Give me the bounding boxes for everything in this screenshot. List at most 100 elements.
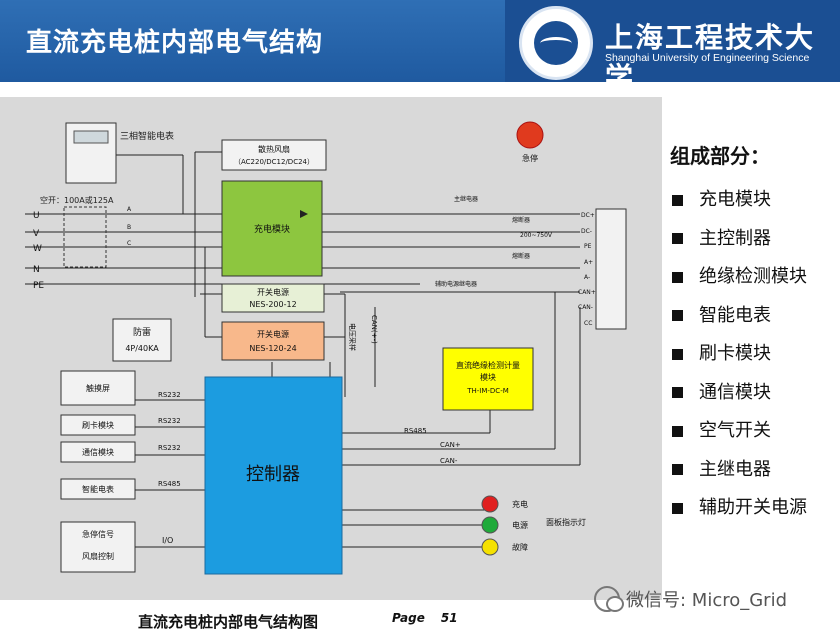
signal-box [60, 521, 136, 573]
fuse2-label: 熔断器 [512, 252, 530, 260]
terminal-dc-minus: DC- [581, 228, 592, 235]
insulation-detect-module [442, 347, 534, 411]
io-label: I/O [162, 536, 173, 545]
comm-module-bus: RS232 [158, 444, 181, 452]
psu2-model: NES-120-24 [249, 344, 296, 353]
main-controller-box [204, 376, 343, 575]
terminal-pe: PE [584, 243, 592, 250]
card-reader-bus: RS232 [158, 417, 181, 425]
estop-label: 急停 [522, 153, 538, 163]
component-item: 空气开关 [670, 412, 840, 451]
aux-contactor-label: 辅助电源继电器 [435, 280, 477, 288]
power-light-label: 电源 [512, 520, 528, 530]
component-item: 主控制器 [670, 220, 840, 259]
fan-control-label: 风扇控制 [82, 551, 114, 561]
square-bullet-icon [672, 387, 683, 399]
charge-indicator-light [481, 495, 499, 513]
rs485-label: RS485 [404, 427, 427, 435]
card-reader-box [60, 414, 136, 436]
header-bar: 直流充电桩内部电气结构 上海工程技术大学 Shanghai University… [0, 0, 840, 94]
lightning-label: 防雷 [133, 326, 151, 338]
comm-module-label: 通信模块 [82, 447, 114, 457]
square-bullet-icon [672, 271, 683, 283]
watermark: 微信号: Micro_Grid [594, 586, 787, 612]
components-title: 组成部分： [670, 144, 770, 168]
smart-meter-label: 智能电表 [82, 484, 114, 494]
controller-label: 控制器 [246, 464, 300, 485]
diode-icon [300, 210, 308, 218]
emergency-stop-icon [516, 121, 544, 149]
can-vertical-label: CAN(+-) [370, 315, 378, 344]
lightning-protector [112, 318, 172, 362]
university-name-en: Shanghai University of Engineering Scien… [605, 52, 810, 64]
estop-signal-label: 急停信号 [82, 529, 114, 539]
psu-12v-box [221, 283, 325, 313]
page-indicator: Page 51 [392, 611, 458, 625]
lightning-spec: 4P/40KA [125, 344, 159, 353]
touchscreen-box [60, 370, 136, 406]
smart-meter-box [60, 478, 136, 500]
output-terminal-block [595, 208, 627, 330]
can-plus-label: CAN+ [440, 441, 461, 449]
panel-lights-label: 面板指示灯 [546, 517, 586, 527]
comm-module-box [60, 441, 136, 463]
fan-label: 散热风扇 [258, 144, 290, 154]
page-title: 直流充电桩内部电气结构 [26, 28, 324, 58]
charge-module-box [221, 180, 323, 277]
component-item: 刷卡模块 [670, 335, 840, 374]
smart-meter-bus: RS485 [158, 480, 181, 488]
card-reader-label: 刷卡模块 [82, 420, 114, 430]
terminal-cc: CC [584, 320, 592, 327]
voltage-range: 200~750V [520, 232, 553, 239]
insulation-label: 直流绝缘检测计量 [456, 360, 520, 370]
terminal-a-plus: A+ [584, 259, 593, 266]
diagram-svg: 三相智能电表 空开：100A或125A U V W N PE A B C 防雷 … [25, 121, 627, 575]
page-label: Page [392, 611, 425, 625]
component-item: 智能电表 [670, 297, 840, 336]
charge-module-label: 充电模块 [254, 223, 290, 235]
watermark-text: 微信号: Micro_Grid [626, 590, 788, 611]
terminal-can-plus: CAN+ [578, 289, 596, 296]
component-item: 充电模块 [670, 181, 840, 220]
component-item: 主继电器 [670, 451, 840, 490]
phase-w: W [33, 244, 42, 254]
psu-24v-box [221, 321, 325, 361]
phase-n: N [33, 265, 40, 275]
touchscreen-label: 触摸屏 [86, 383, 110, 393]
insulation-label-2: 模块 [480, 372, 496, 382]
breaker-label: 空开：100A或125A [40, 195, 114, 205]
meter-label: 三相智能电表 [120, 130, 174, 142]
terminal-dc-plus: DC+ [581, 212, 595, 219]
university-name-cn: 上海工程技术大学 [605, 21, 816, 94]
psu1-model: NES-200-12 [249, 300, 296, 309]
fault-light-label: 故障 [512, 542, 528, 552]
phase-u: U [33, 211, 40, 221]
fault-indicator-light [481, 538, 499, 556]
charge-light-label: 充电 [512, 499, 528, 509]
voltage-sample-label: 电压采样 [348, 323, 357, 351]
university-seal-icon [519, 6, 593, 80]
psu1-label: 开关电源 [257, 287, 289, 297]
wechat-icon [594, 586, 624, 612]
tap-a: A [127, 206, 132, 213]
page-number: 51 [440, 611, 458, 625]
square-bullet-icon [672, 464, 683, 476]
cooling-fan-box [221, 139, 327, 171]
power-indicator-light [481, 516, 499, 534]
square-bullet-icon [672, 310, 683, 322]
psu2-label: 开关电源 [257, 329, 289, 339]
main-contactor-label: 主继电器 [454, 195, 478, 203]
insulation-model: TH-IM-DC-M [466, 387, 509, 395]
tap-c: C [127, 240, 131, 247]
figure-caption: 直流充电桩内部电气结构图 [138, 613, 319, 631]
square-bullet-icon [672, 194, 683, 206]
square-bullet-icon [672, 348, 683, 360]
square-bullet-icon [672, 233, 683, 245]
university-logo: 上海工程技术大学 Shanghai University of Engineer… [505, 0, 840, 94]
phase-pe: PE [33, 281, 44, 291]
components-panel: 组成部分： 充电模块 主控制器 绝缘检测模块 智能电表 刷卡模块 通信模块 空气… [670, 140, 840, 528]
component-item: 辅助开关电源 [670, 489, 840, 528]
can-minus-label: CAN- [440, 457, 458, 465]
square-bullet-icon [672, 425, 683, 437]
fan-spec: （AC220/DC12/DC24） [234, 158, 314, 166]
